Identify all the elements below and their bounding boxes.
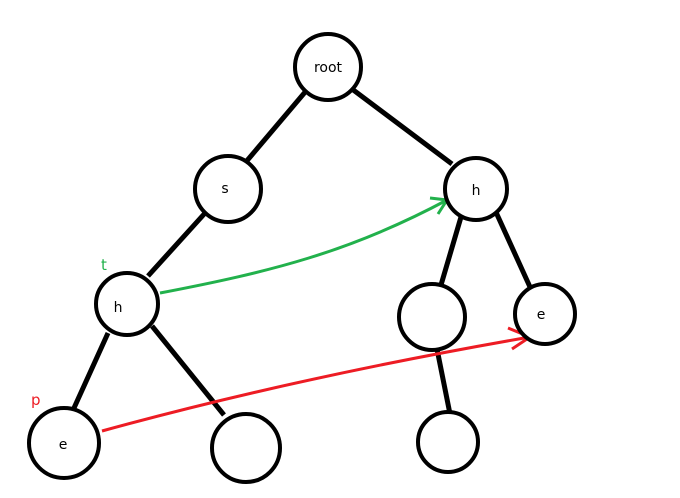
node-h-right: h	[443, 156, 509, 222]
node-empty-mid	[397, 282, 467, 352]
node-empty-bottom-left	[210, 412, 282, 484]
edge-root-s	[243, 89, 308, 165]
node-e-right: e	[513, 282, 577, 346]
pointer-p-label: p	[31, 391, 41, 409]
node-e-left-label: e	[59, 437, 68, 453]
node-h-left-label: h	[114, 300, 123, 316]
tree-nodes: root s h h e e	[27, 32, 577, 484]
node-root-label: root	[314, 60, 343, 76]
tree-edges	[71, 87, 533, 417]
node-root: root	[293, 32, 363, 102]
pointer-t-arrow	[159, 198, 448, 295]
edge-h-left-e-left	[71, 331, 111, 410]
edge-root-h-right	[350, 87, 454, 166]
edge-empty-mid-empty-bottom-right	[434, 348, 453, 415]
node-e-right-label: e	[537, 307, 546, 323]
edge-h-right-e-right	[492, 208, 533, 289]
node-empty-bottom-right	[416, 410, 480, 474]
edge-h-left-empty-bottom-left	[150, 324, 226, 417]
node-h-right-label: h	[472, 183, 481, 199]
pointer-p-arrow	[101, 335, 531, 433]
pointer-t-label: t	[101, 256, 107, 274]
node-h-left: h	[94, 271, 160, 337]
node-e-left: e	[27, 406, 101, 480]
edge-s-h-left	[146, 210, 208, 278]
node-s-label: s	[221, 181, 228, 197]
node-s: s	[193, 154, 263, 224]
edge-h-right-empty-mid	[438, 216, 464, 286]
